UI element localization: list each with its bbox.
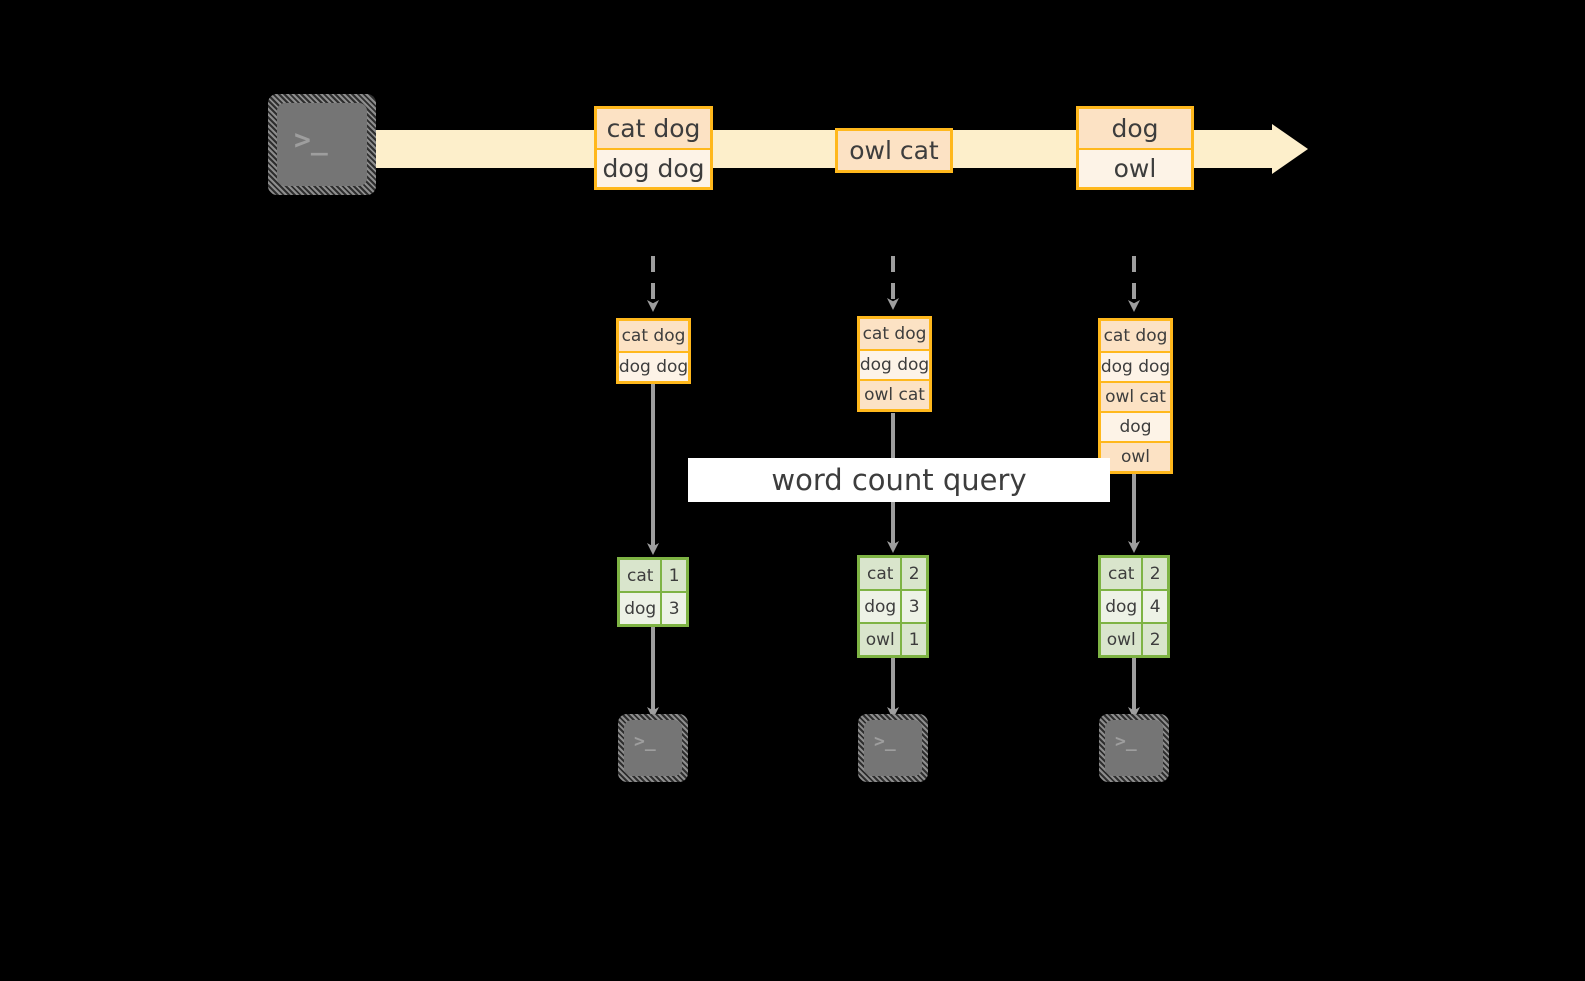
result-table-col3[interactable]: cat 2 dog 4 owl 2: [1098, 555, 1170, 658]
stack-row: cat dog: [860, 319, 929, 349]
result-table-col2[interactable]: cat 2 dog 3 owl 1: [857, 555, 929, 658]
table-row: dog 3: [860, 589, 926, 622]
timeline-event-box-1[interactable]: cat dog dog dog: [594, 106, 713, 190]
terminal-body: [277, 103, 367, 186]
table-row: owl 1: [860, 622, 926, 655]
timeline-to-stack-connectors: [647, 256, 1140, 312]
timeline-event-line: owl cat: [838, 131, 950, 170]
stack-row: dog: [1101, 411, 1170, 441]
table-row: owl 2: [1101, 622, 1167, 655]
result-count: 4: [1141, 591, 1167, 622]
terminal-prompt-icon: >_: [634, 731, 656, 752]
result-word: dog: [620, 593, 661, 624]
result-word: cat: [1101, 558, 1142, 589]
result-table-col1[interactable]: cat 1 dog 3: [617, 557, 689, 627]
timeline-event-box-2[interactable]: owl cat: [835, 128, 953, 173]
stack-row: dog dog: [1101, 351, 1170, 381]
table-row: dog 4: [1101, 589, 1167, 622]
terminal-prompt-icon: >_: [294, 123, 328, 156]
result-to-sink-connectors: [647, 622, 1140, 719]
result-count: 3: [900, 591, 926, 622]
output-terminal-col3[interactable]: >_: [1099, 714, 1169, 782]
terminal-prompt-icon: >_: [874, 731, 896, 752]
stack-row: cat dog: [619, 321, 688, 351]
input-terminal[interactable]: >_: [268, 94, 376, 195]
result-word: dog: [860, 591, 901, 622]
stack-row: dog dog: [860, 349, 929, 379]
result-word: cat: [620, 560, 661, 591]
table-row: cat 2: [1101, 558, 1167, 589]
input-stack-col1[interactable]: cat dog dog dog: [616, 318, 691, 384]
stack-row: dog dog: [619, 351, 688, 381]
result-count: 1: [900, 624, 926, 655]
result-count: 2: [1141, 558, 1167, 589]
stack-row: owl cat: [860, 379, 929, 409]
query-banner: word count query: [688, 458, 1110, 502]
result-word: cat: [860, 558, 901, 589]
table-row: cat 2: [860, 558, 926, 589]
stream-timeline-arrowhead: [1272, 124, 1308, 174]
timeline-event-box-3[interactable]: dog owl: [1076, 106, 1194, 190]
input-stack-col2[interactable]: cat dog dog dog owl cat: [857, 316, 932, 412]
output-terminal-col1[interactable]: >_: [618, 714, 688, 782]
output-terminal-col2[interactable]: >_: [858, 714, 928, 782]
terminal-prompt-icon: >_: [1115, 731, 1137, 752]
stack-row: owl: [1101, 441, 1170, 471]
timeline-event-line: owl: [1079, 148, 1191, 187]
terminal-body: [864, 720, 922, 776]
result-count: 1: [660, 560, 686, 591]
result-word: owl: [1101, 624, 1142, 655]
result-count: 3: [660, 593, 686, 624]
stack-row: owl cat: [1101, 381, 1170, 411]
result-word: owl: [860, 624, 901, 655]
terminal-body: [624, 720, 682, 776]
query-banner-label: word count query: [771, 463, 1027, 497]
timeline-event-line: dog: [1079, 109, 1191, 148]
result-word: dog: [1101, 591, 1142, 622]
input-stack-col3[interactable]: cat dog dog dog owl cat dog owl: [1098, 318, 1173, 474]
result-count: 2: [1141, 624, 1167, 655]
table-row: cat 1: [620, 560, 686, 591]
timeline-event-line: cat dog: [597, 109, 710, 148]
result-count: 2: [900, 558, 926, 589]
table-row: dog 3: [620, 591, 686, 624]
terminal-body: [1105, 720, 1163, 776]
timeline-event-line: dog dog: [597, 148, 710, 187]
stack-row: cat dog: [1101, 321, 1170, 351]
